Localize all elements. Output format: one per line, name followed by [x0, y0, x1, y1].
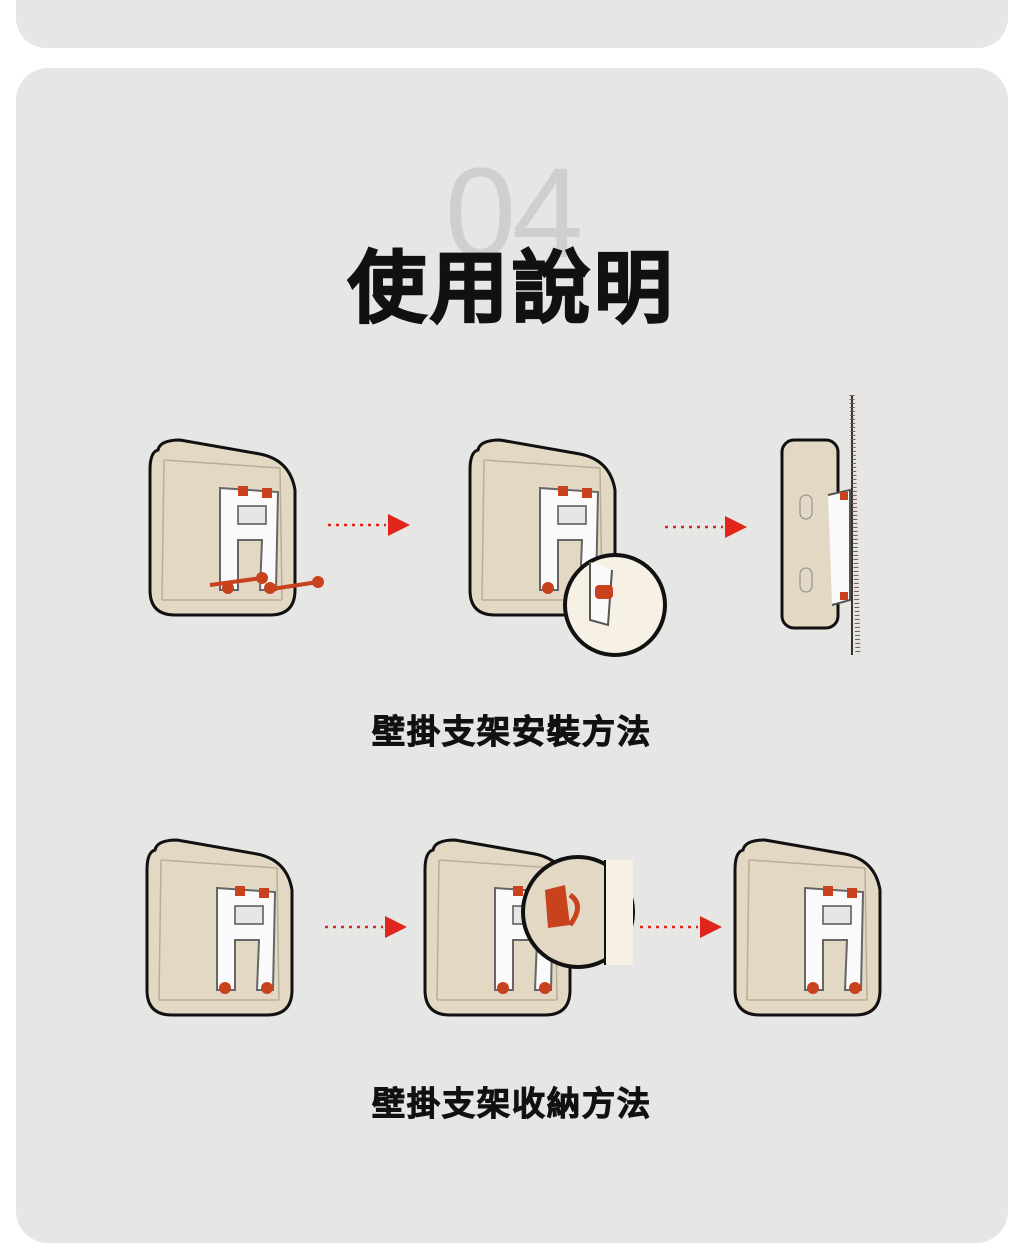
device-back-icon: [145, 838, 294, 1017]
page-title: 使用說明: [347, 244, 676, 334]
arrow-right-icon: [323, 914, 409, 940]
install-caption: 壁掛支架安裝方法: [372, 712, 652, 752]
instructions-card: [16, 68, 1008, 1243]
section-number: 04: [444, 142, 583, 285]
device-side-icon: [780, 438, 851, 630]
arrow-right-icon: [663, 514, 749, 540]
screws-icon: [209, 572, 324, 592]
magnifier-icon: [521, 855, 635, 969]
magnifier-icon: [563, 553, 667, 657]
wall-icon: [849, 394, 861, 656]
arrow-right-icon: [638, 914, 724, 940]
arrow-right-icon: [326, 512, 412, 538]
previous-section-card: [16, 0, 1008, 48]
device-back-icon: [733, 838, 882, 1017]
storage-caption: 壁掛支架收納方法: [372, 1084, 652, 1124]
